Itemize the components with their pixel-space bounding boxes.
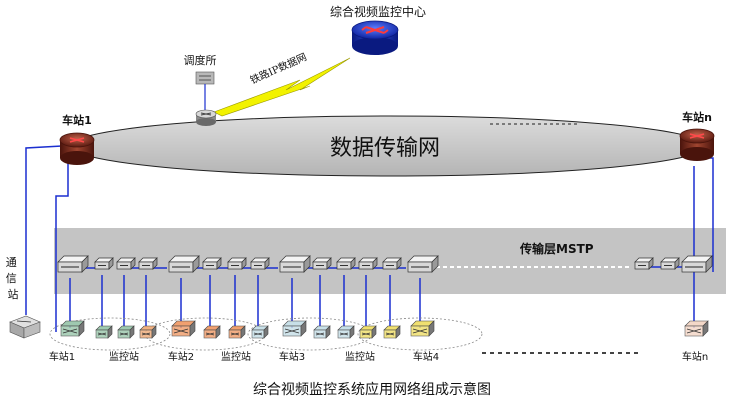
mstp-nodes xyxy=(57,255,713,273)
mstp-node-icon xyxy=(94,257,114,270)
transport-network-label: 数据传输网 xyxy=(330,136,440,161)
mstp-node-icon xyxy=(336,257,356,270)
comm-station-label: 通 信 站 xyxy=(6,256,21,301)
bottom-label-station3: 车站3 xyxy=(279,350,305,363)
railway-ip-label: 铁路IP数据网 xyxy=(248,50,309,87)
bottom-label-station4: 车站4 xyxy=(413,350,439,363)
camera-switch-icon xyxy=(359,325,377,339)
stationn-label: 车站n xyxy=(682,110,712,124)
dispatch-switch-icon xyxy=(195,71,215,85)
camera-switch-icon xyxy=(337,325,355,339)
mstp-node-icon xyxy=(407,255,439,273)
diagram-caption: 综合视频监控系统应用网络组成示意图 xyxy=(253,381,491,398)
group-ellipse-1 xyxy=(49,317,171,351)
camera-switch-icon xyxy=(684,320,709,337)
camera-switch-icon xyxy=(203,325,221,339)
camera-switch-icon xyxy=(139,325,157,339)
group-ellipse-4 xyxy=(357,317,483,351)
bottom-label-monitor3: 监控站 xyxy=(345,350,375,363)
camera-switch-icon xyxy=(228,325,246,339)
camera-switch-icon xyxy=(95,325,113,339)
camera-switch-icon xyxy=(251,325,269,339)
bottom-label-monitor2: 监控站 xyxy=(221,350,251,363)
dispatch-label: 调度所 xyxy=(184,53,217,67)
mstp-node-icon xyxy=(279,255,311,273)
lightning-bolt-icon xyxy=(213,57,351,117)
camera-switch-icon xyxy=(171,320,196,337)
gateway-router-icon xyxy=(195,109,217,126)
mstp-node-icon xyxy=(227,257,247,270)
comm-station-switch-icon xyxy=(9,315,41,339)
station1-router-icon xyxy=(59,132,95,165)
mstp-node-icon xyxy=(681,255,713,273)
camera-switch-icon xyxy=(410,320,435,337)
mstp-node-icon xyxy=(138,257,158,270)
mstp-node-icon xyxy=(358,257,378,270)
center-title: 综合视频监控中心 xyxy=(330,4,426,19)
mstp-node-icon xyxy=(634,257,654,270)
mstp-node-icon xyxy=(202,257,222,270)
mstp-node-icon xyxy=(382,257,402,270)
camera-switch-icon xyxy=(60,320,85,337)
mstp-label: 传输层MSTP xyxy=(519,241,594,256)
stationn-router-icon xyxy=(679,128,715,161)
bottom-label-monitor1: 监控站 xyxy=(109,350,139,363)
camera-switch-icon xyxy=(117,325,135,339)
mstp-node-icon xyxy=(660,257,680,270)
station1-label: 车站1 xyxy=(62,113,92,127)
bottom-label-stationn: 车站n xyxy=(682,350,708,363)
center-router-icon xyxy=(351,20,399,55)
camera-switch-icon xyxy=(282,320,307,337)
mstp-node-icon xyxy=(250,257,270,270)
mstp-node-icon xyxy=(116,257,136,270)
mstp-node-icon xyxy=(312,257,332,270)
bottom-label-station2: 车站2 xyxy=(168,350,194,363)
bottom-switches xyxy=(60,320,709,339)
camera-switch-icon xyxy=(313,325,331,339)
camera-switch-icon xyxy=(383,325,401,339)
bottom-label-station1: 车站1 xyxy=(49,350,75,363)
mstp-node-icon xyxy=(168,255,200,273)
mstp-node-icon xyxy=(57,255,89,273)
